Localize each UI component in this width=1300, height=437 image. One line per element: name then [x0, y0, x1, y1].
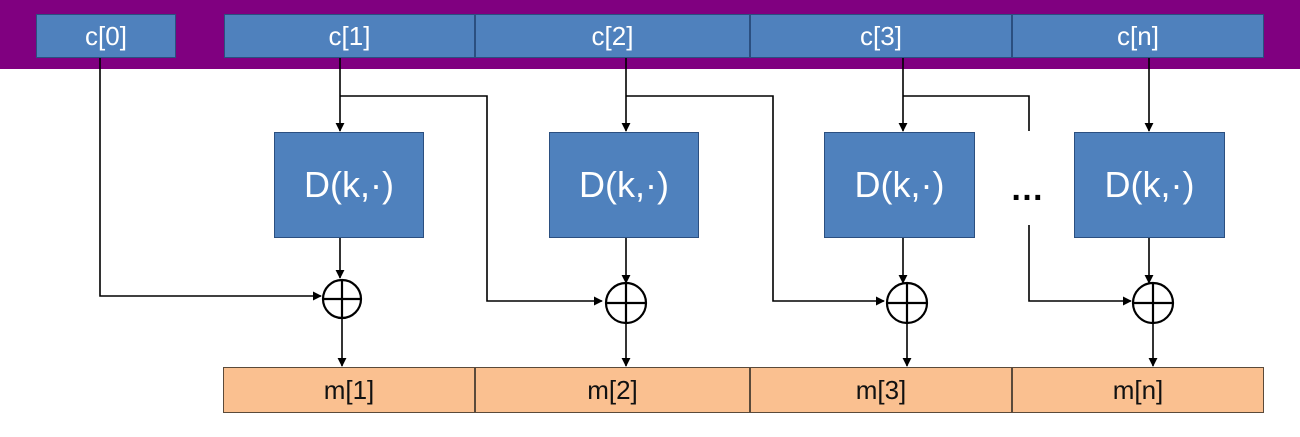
xor-icon: [885, 281, 929, 325]
c1-to-xor2-wire: [340, 95, 603, 306]
cprev-to-xorn-wire: [1028, 225, 1132, 306]
cipher-block-n: c[n]: [1012, 14, 1264, 58]
c2-to-xor3-wire: [626, 95, 885, 306]
xor-icon: [321, 278, 363, 320]
message-block-label: m[n]: [1112, 375, 1164, 405]
decrypt-label: D(k,·): [304, 164, 394, 205]
message-block-label: m[3]: [855, 375, 907, 405]
cipher-block-3: c[3]: [750, 14, 1012, 58]
c3-branch-wire: [903, 95, 1030, 131]
decrypt-label: D(k,·): [854, 164, 945, 205]
xor-icon: [604, 281, 648, 325]
cipher-block-1: c[1]: [224, 14, 475, 58]
message-block-3: m[3]: [750, 367, 1012, 413]
cipher-block-label: c[3]: [860, 21, 902, 51]
decrypt-box-1: D(k,·): [274, 132, 424, 238]
xor-icon: [1131, 281, 1175, 325]
iv-to-xor1-wire: [99, 58, 322, 301]
cipher-block-2: c[2]: [475, 14, 750, 58]
message-block-label: m[2]: [587, 375, 638, 405]
cipher-block-label: c[1]: [328, 21, 371, 51]
message-block-1: m[1]: [223, 367, 475, 413]
decrypt-box-3: D(k,·): [824, 132, 975, 238]
iv-label: c[0]: [85, 21, 127, 51]
decrypt-box-n: D(k,·): [1074, 132, 1225, 238]
decrypt-label: D(k,·): [579, 164, 669, 205]
message-block-label: m[1]: [323, 375, 375, 405]
message-block-2: m[2]: [475, 367, 750, 413]
decrypt-box-2: D(k,·): [549, 132, 699, 238]
ellipsis: …: [1010, 170, 1044, 208]
cipher-block-label: c[n]: [1117, 21, 1159, 51]
cipher-block-label: c[2]: [591, 21, 634, 51]
decrypt-label: D(k,·): [1104, 164, 1195, 205]
message-block-n: m[n]: [1012, 367, 1264, 413]
iv-block: c[0]: [36, 14, 176, 58]
